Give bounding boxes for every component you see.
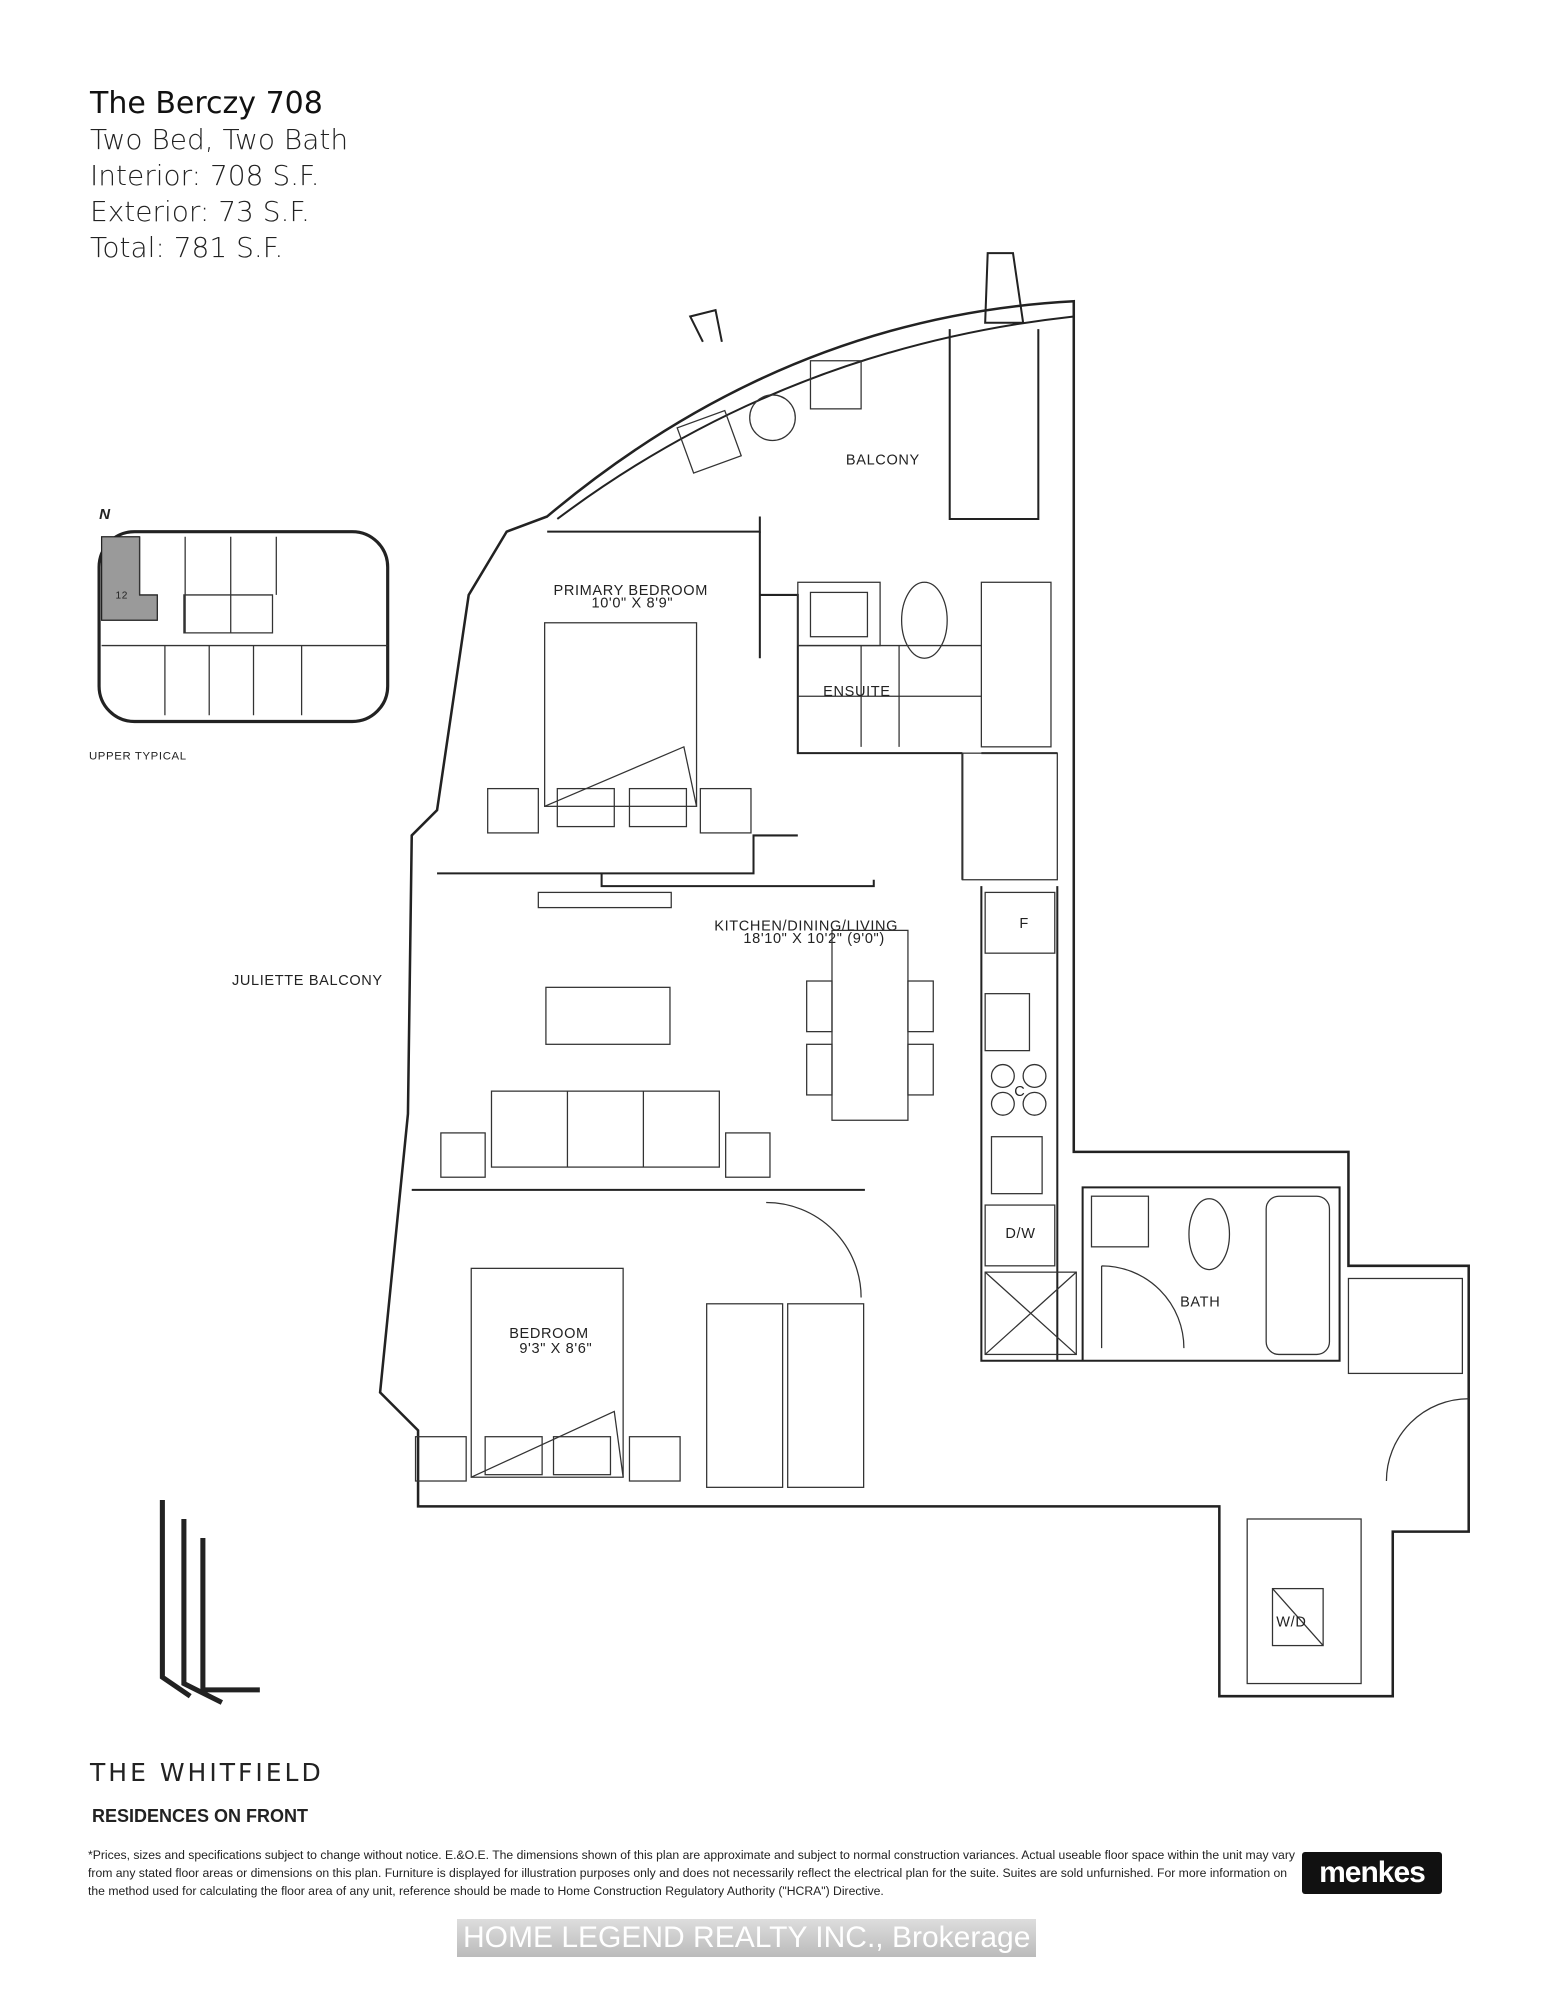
- brand-subtitle: RESIDENCES ON FRONT: [92, 1806, 309, 1826]
- ensuite-label: ENSUITE: [823, 684, 890, 700]
- interior-area: Interior: 708 S.F.: [90, 159, 320, 192]
- dishwasher-label: D/W: [1005, 1226, 1035, 1242]
- unit-header: The Berczy 708 Two Bed, Two Bath Interio…: [90, 86, 348, 266]
- bedroom-dims: 9'3" X 8'6": [519, 1341, 592, 1357]
- fridge-label: F: [1019, 916, 1029, 932]
- primary-bedroom-dims: 10'0" X 8'9": [591, 596, 673, 612]
- bath-label: BATH: [1180, 1294, 1220, 1310]
- dining-table: [831, 929, 909, 1121]
- washer-dryer-label: W/D: [1276, 1615, 1306, 1631]
- tv-unit: [537, 891, 672, 909]
- disclaimer: *Prices, sizes and specifications subjec…: [88, 1848, 1295, 1898]
- key-plan: N 12 UPPER TYPICAL: [89, 506, 390, 762]
- whitfield-logo: [159, 1500, 260, 1705]
- kitchen-dims: 18'10" X 10'2" (9'0"): [743, 931, 884, 947]
- unit-highlight: [100, 536, 158, 621]
- primary-bed: [544, 622, 698, 807]
- brand-name: THE WHITFIELD: [90, 1758, 324, 1787]
- exterior-wall: [378, 299, 1470, 1698]
- coffee-table: [545, 986, 671, 1045]
- balcony-label: BALCONY: [846, 453, 920, 469]
- key-plan-label: UPPER TYPICAL: [89, 750, 187, 762]
- primary-bedroom-label: PRIMARY BEDROOM: [554, 583, 708, 599]
- watermark: HOME LEGEND REALTY INC., Brokerage: [457, 1919, 1037, 1957]
- sofa: [490, 1090, 720, 1168]
- cooktop-label: C: [1014, 1084, 1025, 1100]
- bedroom-label: BEDROOM: [509, 1326, 589, 1342]
- bedroom-bed: [470, 1267, 624, 1478]
- juliette-balcony-label: JULIETTE BALCONY: [232, 973, 383, 989]
- unit-number: 12: [116, 591, 129, 602]
- north-arrow: N: [99, 506, 111, 523]
- unit-title: The Berczy 708: [90, 86, 323, 121]
- unit-type: Two Bed, Two Bath: [90, 123, 349, 156]
- exterior-area: Exterior: 73 S.F.: [90, 195, 310, 228]
- total-area: Total: 781 S.F.: [90, 231, 284, 264]
- developer-logo: menkes: [1302, 1852, 1442, 1894]
